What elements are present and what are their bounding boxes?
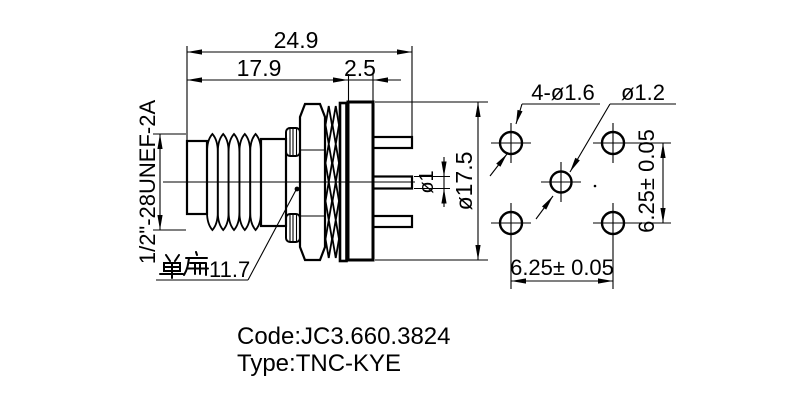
corner-holes-label: 4-ø1.6: [531, 80, 595, 105]
dim-horizontal-spacing-label: 6.25± 0.05: [510, 255, 614, 280]
arrowhead-mid: [333, 77, 348, 83]
collar: [259, 137, 288, 228]
crosshair-center: [541, 162, 581, 202]
dim-flange-diameter: ø17.5: [375, 101, 488, 261]
side-view: 24.9 17.9 2.5 1/2"-28UNEF-2A: [135, 27, 488, 282]
mounting-hole-bottom-left: [498, 210, 524, 236]
crosshair-bottom-right: [593, 203, 671, 289]
leader-dot: [294, 186, 300, 192]
pin-top: [371, 135, 414, 150]
leader-arrowhead-sw: [542, 196, 553, 210]
cjk-danbian-glyphs: [159, 251, 209, 279]
leader-arrowhead-ne: [570, 157, 580, 172]
arrowhead-bottom: [441, 188, 447, 204]
thread-spec-label: 1/2"-28UNEF-2A: [135, 100, 160, 265]
crosshair-bottom-left: [491, 203, 531, 289]
hex-nut-chamfer-lines: [300, 149, 325, 217]
center-hole-callout: ø1.2: [535, 80, 676, 220]
arrowhead-top: [475, 102, 481, 117]
center-pin-hole: [549, 170, 573, 194]
extension-lines: [347, 74, 374, 101]
crosshair-top-left: [491, 123, 531, 163]
arrowhead-right: [598, 278, 613, 284]
cjk-bian-falling: [183, 257, 190, 276]
arrowhead-left: [511, 278, 526, 284]
serrated-washer-1: [324, 105, 333, 259]
dim-thread: 1/2"-28UNEF-2A: [135, 100, 186, 265]
hole-pattern-view: 4-ø1.6 ø1.2 6.25± 0.05: [489, 80, 676, 289]
pin-middle: [371, 175, 414, 190]
knurl-lines-top: [289, 128, 298, 156]
arrowhead-top: [157, 134, 163, 149]
dim-vertical-spacing-label: 6.25± 0.05: [634, 129, 659, 233]
arrowhead-right: [373, 77, 388, 83]
knurl-lines-bottom: [289, 214, 298, 242]
dim-body-and-flange: 17.9 2.5: [187, 55, 401, 101]
pin-bottom: [371, 214, 414, 229]
mounting-hole-top-right: [600, 130, 626, 156]
corner-holes-callout: 4-ø1.6: [489, 80, 600, 177]
serrated-washers: [324, 105, 340, 259]
arrowhead-left: [187, 77, 202, 83]
dim-overall-length: 24.9: [186, 27, 413, 141]
arrowhead-top: [660, 143, 666, 158]
mounting-hole-top-left: [498, 130, 524, 156]
dim-overall-length-label: 24.9: [274, 27, 319, 53]
part-type-label: Type:TNC-KYE: [237, 350, 401, 377]
cjk-dan-ticks: [165, 254, 180, 262]
center-hole-label: ø1.2: [621, 80, 665, 105]
leader-line: [247, 189, 297, 281]
dim-pin-diameter-label: ø1: [416, 170, 438, 193]
center-mark-dot: [593, 184, 597, 188]
pins: [371, 135, 414, 229]
arrowhead-bottom: [660, 208, 666, 223]
serrated-washer-2: [331, 105, 340, 259]
cjk-dan-strokes: [159, 262, 184, 279]
arrowhead-right: [397, 49, 412, 55]
extension-lines: [186, 46, 413, 141]
flat-value-label: 11.7: [209, 257, 250, 282]
dim-hole-spacing-vertical: 6.25± 0.05: [634, 129, 666, 233]
crosshair-top-right: [593, 123, 671, 163]
dim-body-length-label: 17.9: [237, 55, 282, 81]
mounting-hole-bottom-right: [600, 210, 626, 236]
dim-flange-diameter-label: ø17.5: [451, 152, 477, 211]
cjk-bian-frame: [186, 262, 209, 276]
dim-hole-spacing-horizontal: 6.25± 0.05: [510, 255, 614, 284]
arrowhead-left: [187, 49, 202, 55]
extension-ticks: [153, 133, 186, 231]
extension-lines: [375, 101, 488, 261]
hole-crosshairs: [491, 123, 671, 289]
dim-pin-diameter: ø1: [414, 157, 450, 207]
knurled-flat-ring: [285, 127, 301, 243]
leader-arrowhead-sw: [496, 154, 507, 167]
arrowhead-bottom: [157, 215, 163, 230]
flat-callout: 11.7: [156, 186, 300, 282]
arrowhead-top: [441, 161, 447, 177]
front-cylinder: [185, 139, 209, 216]
hex-nut: [298, 102, 327, 262]
flange: [346, 100, 375, 262]
title-block: Code:JC3.660.3824 Type:TNC-KYE: [237, 323, 451, 377]
part-code-label: Code:JC3.660.3824: [237, 323, 451, 350]
dim-flange-thickness-label: 2.5: [344, 55, 376, 81]
leader-arrowhead-ne: [516, 109, 523, 124]
arrowhead-bottom: [475, 245, 481, 260]
